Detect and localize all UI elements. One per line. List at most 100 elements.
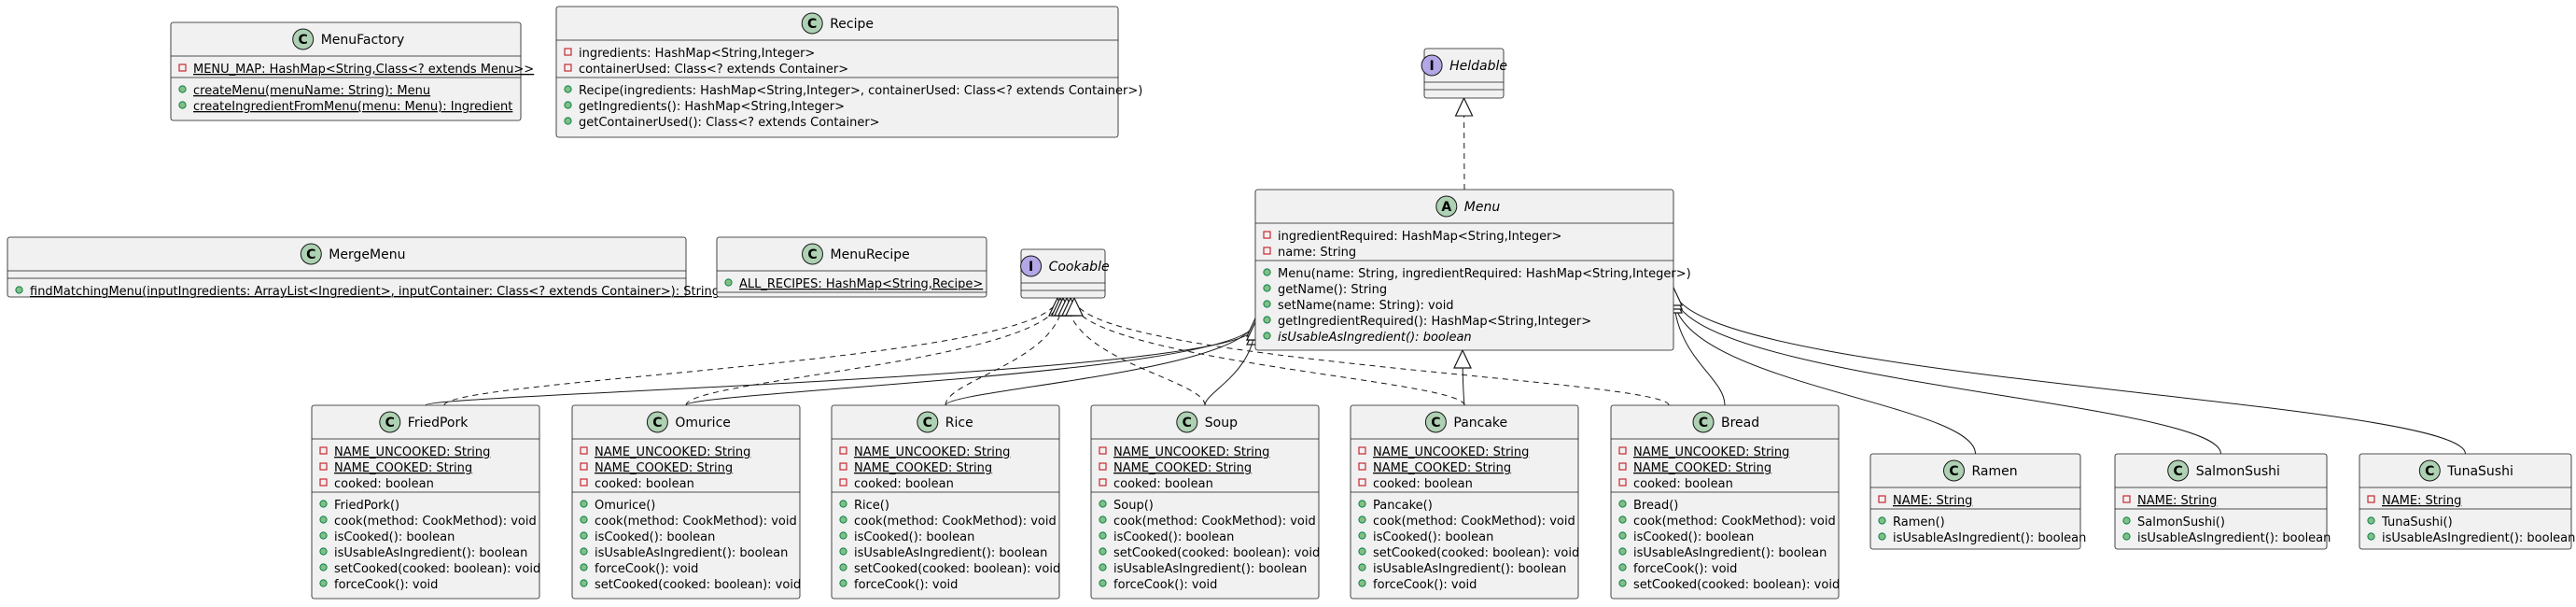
method-text: isUsableAsIngredient(): boolean — [1893, 531, 2086, 545]
relations-layer — [425, 96, 2466, 455]
class-badge-icon: C — [2418, 459, 2441, 482]
private-visibility-icon — [1099, 462, 1107, 471]
svg-text:C: C — [652, 416, 662, 431]
public-visibility-icon — [839, 515, 847, 524]
private-visibility-icon — [319, 462, 328, 471]
class-name: FriedPork — [408, 416, 469, 431]
class-badge-icon: C — [1424, 411, 1447, 433]
class-badge-icon: C — [2167, 459, 2190, 482]
field-text: NAME_COOKED: String — [1633, 461, 1771, 475]
svg-text:C: C — [2425, 464, 2434, 479]
class-box — [1020, 248, 1106, 299]
method-text: getName(): String — [1278, 283, 1387, 297]
private-visibility-icon — [839, 478, 847, 487]
public-visibility-icon — [1099, 531, 1107, 540]
private-visibility-icon — [319, 446, 328, 455]
field-text: NAME_COOKED: String — [1113, 461, 1252, 475]
public-visibility-icon — [1099, 515, 1107, 524]
public-visibility-icon — [1263, 268, 1271, 276]
method-text: setName(name: String): void — [1278, 299, 1454, 313]
private-visibility-icon — [2367, 495, 2375, 503]
public-visibility-icon — [839, 500, 847, 508]
interface-badge-icon: I — [1421, 54, 1443, 77]
public-visibility-icon — [319, 500, 328, 508]
public-visibility-icon — [1358, 563, 1366, 572]
class-name: Bread — [1721, 416, 1759, 431]
svg-text:C: C — [306, 247, 315, 262]
private-visibility-icon — [564, 64, 572, 72]
private-visibility-icon — [1263, 247, 1271, 255]
private-visibility-icon — [1618, 462, 1627, 471]
class-name: MenuFactory — [321, 33, 405, 48]
public-visibility-icon — [1099, 579, 1107, 587]
public-visibility-icon — [1263, 332, 1271, 340]
method-text: forceCook(): void — [1373, 578, 1477, 592]
public-visibility-icon — [15, 286, 23, 294]
public-visibility-icon — [1358, 547, 1366, 556]
field-text: NAME_COOKED: String — [334, 461, 472, 475]
realization-edge-soup-cookable — [1057, 296, 1206, 406]
public-visibility-icon — [1099, 500, 1107, 508]
field-text: cooked: boolean — [595, 477, 694, 491]
class-name: Soup — [1205, 416, 1238, 431]
public-visibility-icon — [319, 515, 328, 524]
class-box — [2359, 453, 2572, 550]
method-text: isCooked(): boolean — [1373, 530, 1493, 544]
class-box — [716, 236, 987, 298]
class-box — [1869, 453, 2081, 550]
public-visibility-icon — [1618, 547, 1627, 556]
realization-edge-rice-cookable — [945, 296, 1072, 406]
public-visibility-icon — [1099, 563, 1107, 572]
method-text: cook(method: CookMethod): void — [854, 515, 1057, 529]
public-visibility-icon — [839, 531, 847, 540]
public-visibility-icon — [580, 531, 588, 540]
method-text: cook(method: CookMethod): void — [1373, 515, 1575, 529]
field-text: name: String — [1278, 246, 1356, 260]
public-visibility-icon — [564, 101, 572, 109]
method-text: setCooked(cooked: boolean): void — [1113, 546, 1320, 560]
field-text: NAME_UNCOOKED: String — [1373, 445, 1529, 459]
public-visibility-icon — [1263, 316, 1271, 324]
field-text: cooked: boolean — [1373, 477, 1473, 491]
field-text: NAME_COOKED: String — [595, 461, 733, 475]
class-box — [2114, 453, 2328, 550]
method-text: Recipe(ingredients: HashMap<String,Integ… — [579, 84, 1142, 98]
public-visibility-icon — [580, 579, 588, 587]
method-text: isUsableAsIngredient(): boolean — [1113, 562, 1307, 576]
public-visibility-icon — [1618, 531, 1627, 540]
public-visibility-icon — [1263, 300, 1271, 308]
class-name: Heldable — [1449, 59, 1507, 74]
public-visibility-icon — [2367, 516, 2375, 525]
method-text: setCooked(cooked: boolean): void — [595, 578, 801, 592]
method-text: isUsableAsIngredient(): boolean — [334, 546, 527, 560]
class-heldable[interactable]: I Heldable — [1421, 48, 1507, 99]
method-text: isCooked(): boolean — [1113, 530, 1234, 544]
svg-text:C: C — [2174, 464, 2183, 479]
public-visibility-icon — [178, 101, 187, 109]
field-text: NAME_UNCOOKED: String — [1633, 445, 1789, 459]
field-text: NAME: String — [1893, 494, 1972, 508]
private-visibility-icon — [580, 462, 588, 471]
class-box — [1423, 48, 1505, 99]
method-text: createMenu(menuName: String): Menu — [193, 84, 430, 98]
private-visibility-icon — [1099, 446, 1107, 455]
public-visibility-icon — [319, 563, 328, 572]
method-text: setCooked(cooked: boolean): void — [854, 562, 1060, 576]
field-text: NAME_UNCOOKED: String — [854, 445, 1010, 459]
method-text: isCooked(): boolean — [854, 530, 974, 544]
